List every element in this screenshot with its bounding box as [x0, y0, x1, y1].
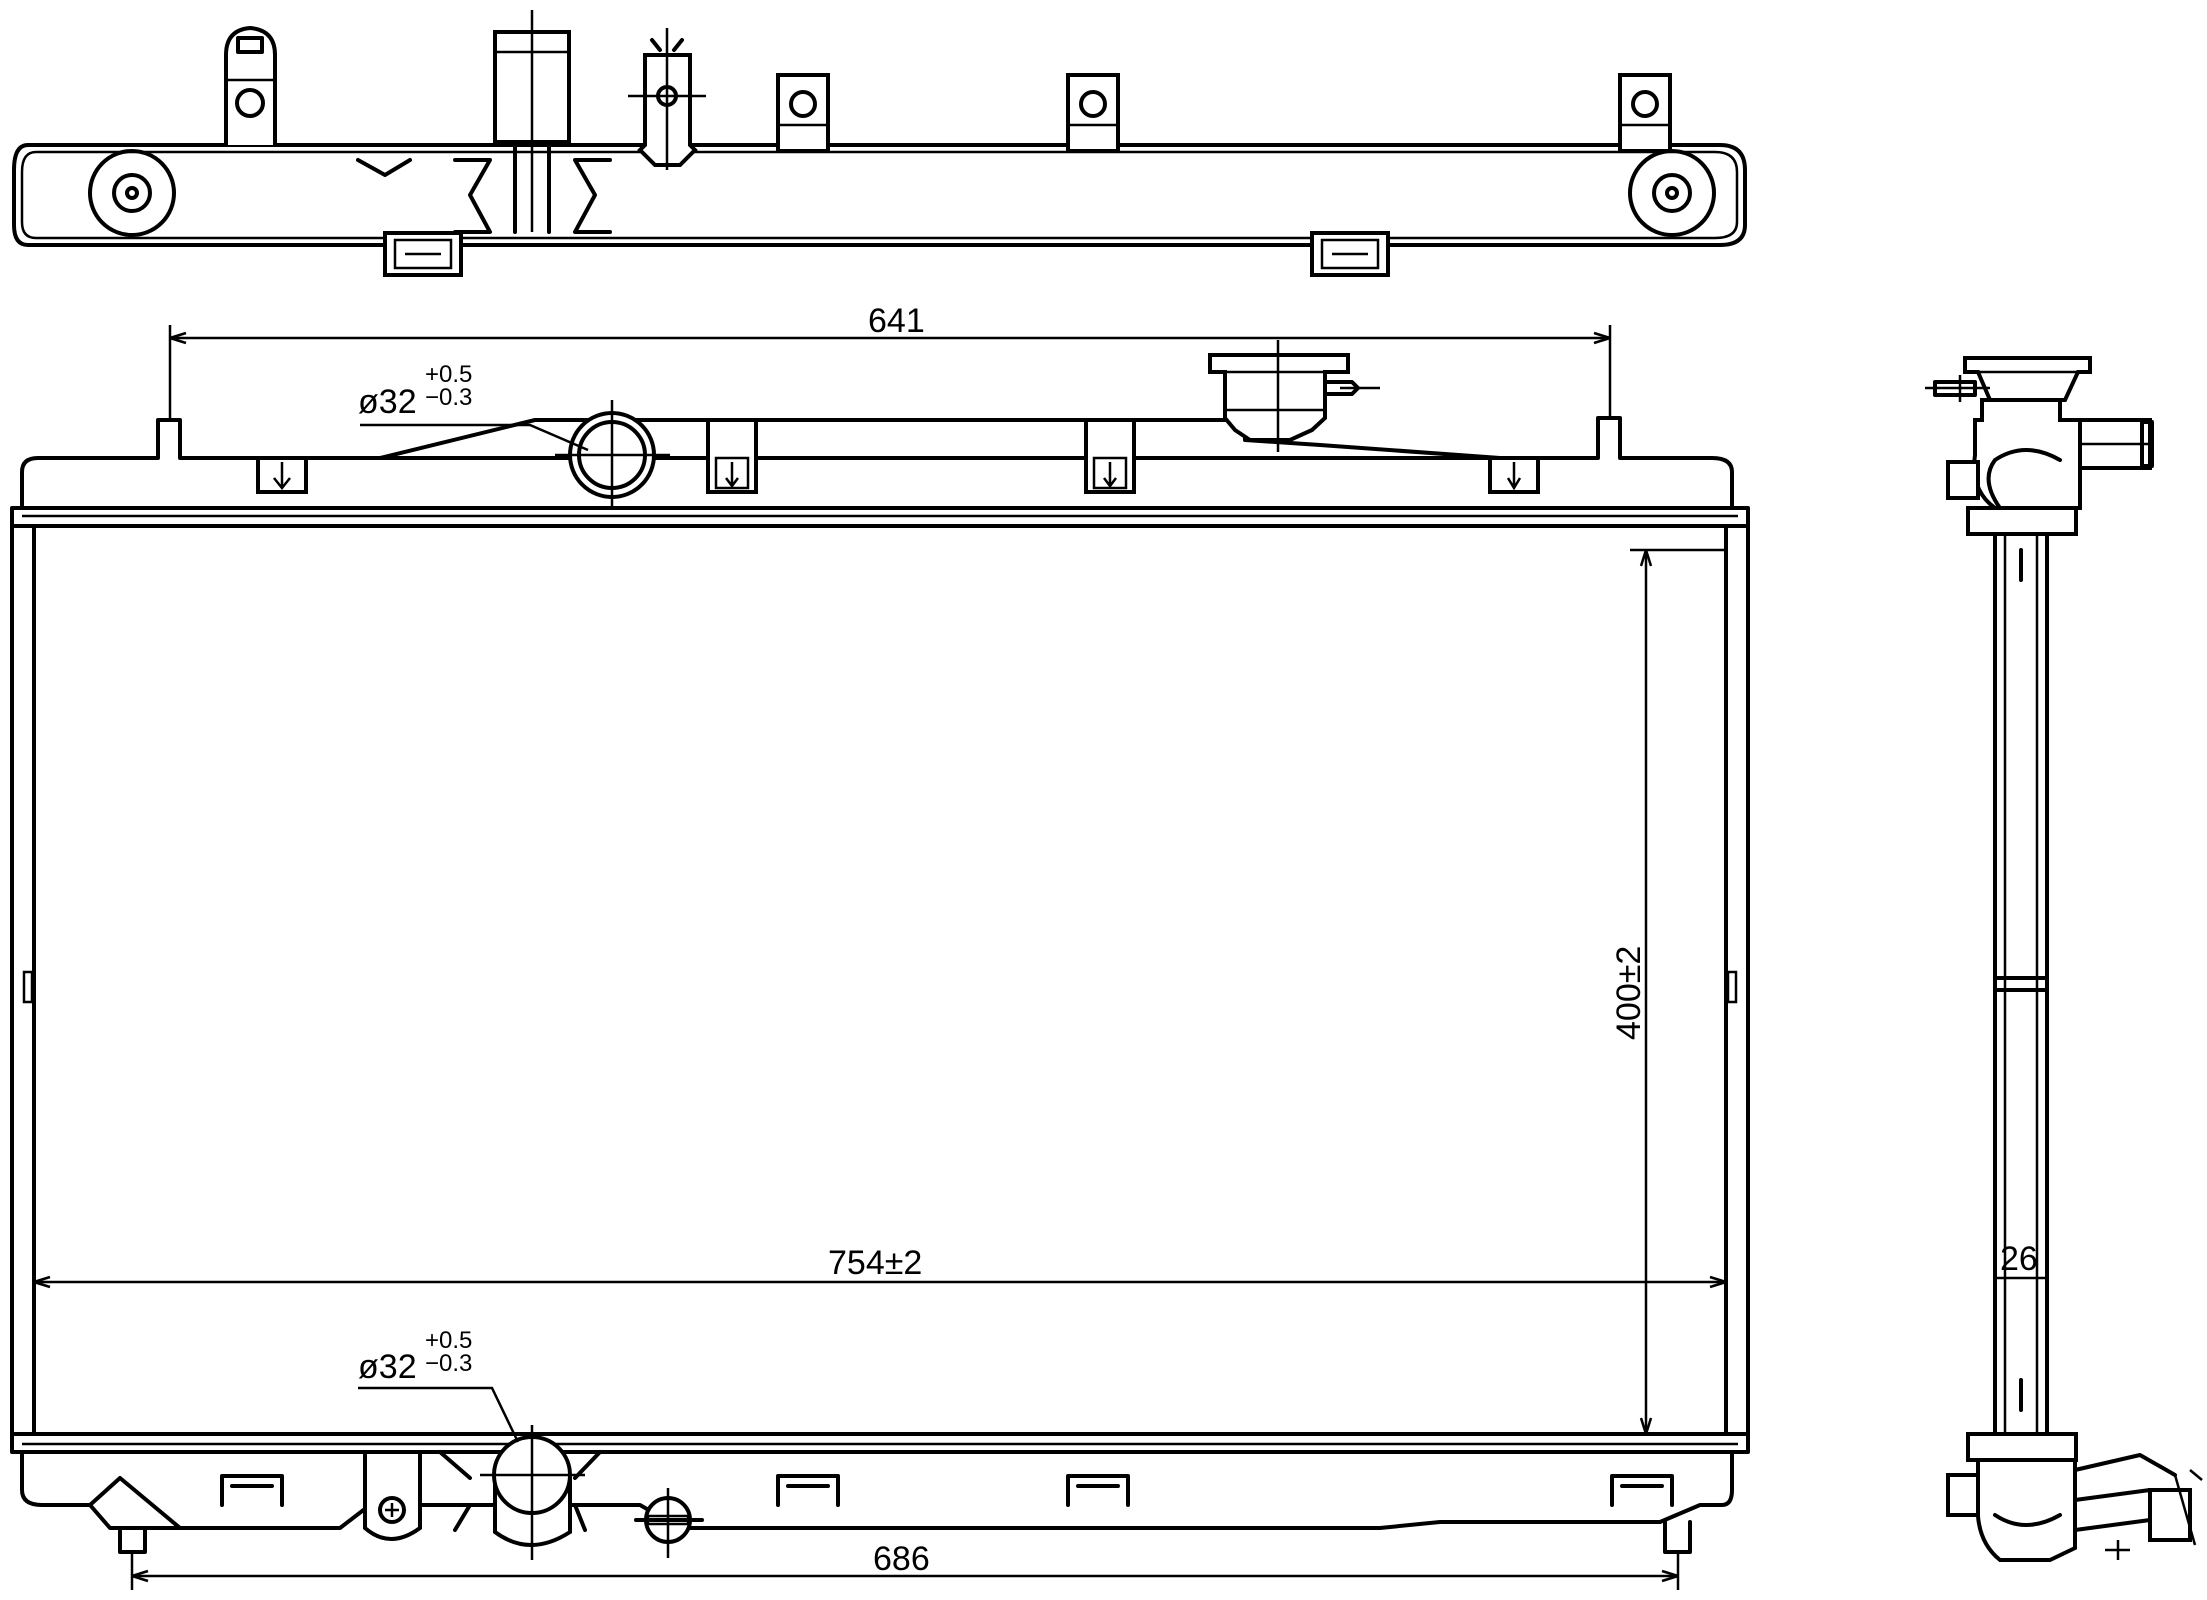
svg-text:ø32: ø32 — [358, 1348, 417, 1386]
dim-754-label: 754±2 — [828, 1244, 922, 1282]
svg-text:ø32: ø32 — [358, 383, 417, 421]
dim-686-label: 686 — [873, 1540, 930, 1578]
inlet-diameter-symbol: ø — [358, 383, 379, 421]
dim-641-label: 641 — [868, 302, 925, 340]
outlet-tol-minus: −0.3 — [425, 1350, 472, 1377]
side-view — [1925, 356, 2203, 1562]
top-view — [12, 10, 1747, 277]
inlet-diameter-callout: ø32 +0.5 −0.3 — [358, 361, 472, 421]
dim-400-label: 400±2 — [1610, 946, 1648, 1040]
inlet-diameter-value: 32 — [379, 383, 417, 421]
front-view — [10, 340, 1750, 1560]
dim-26-label: 26 — [2000, 1240, 2038, 1278]
outlet-tol-plus: +0.5 — [425, 1327, 472, 1354]
outlet-diameter-value: 32 — [379, 1348, 417, 1386]
outlet-diameter-symbol: ø — [358, 1348, 379, 1386]
outlet-diameter-callout: ø32 +0.5 −0.3 — [358, 1327, 472, 1386]
dimension-lines — [33, 325, 2047, 1590]
inlet-tol-minus: −0.3 — [425, 384, 472, 411]
inlet-tol-plus: +0.5 — [425, 361, 472, 388]
